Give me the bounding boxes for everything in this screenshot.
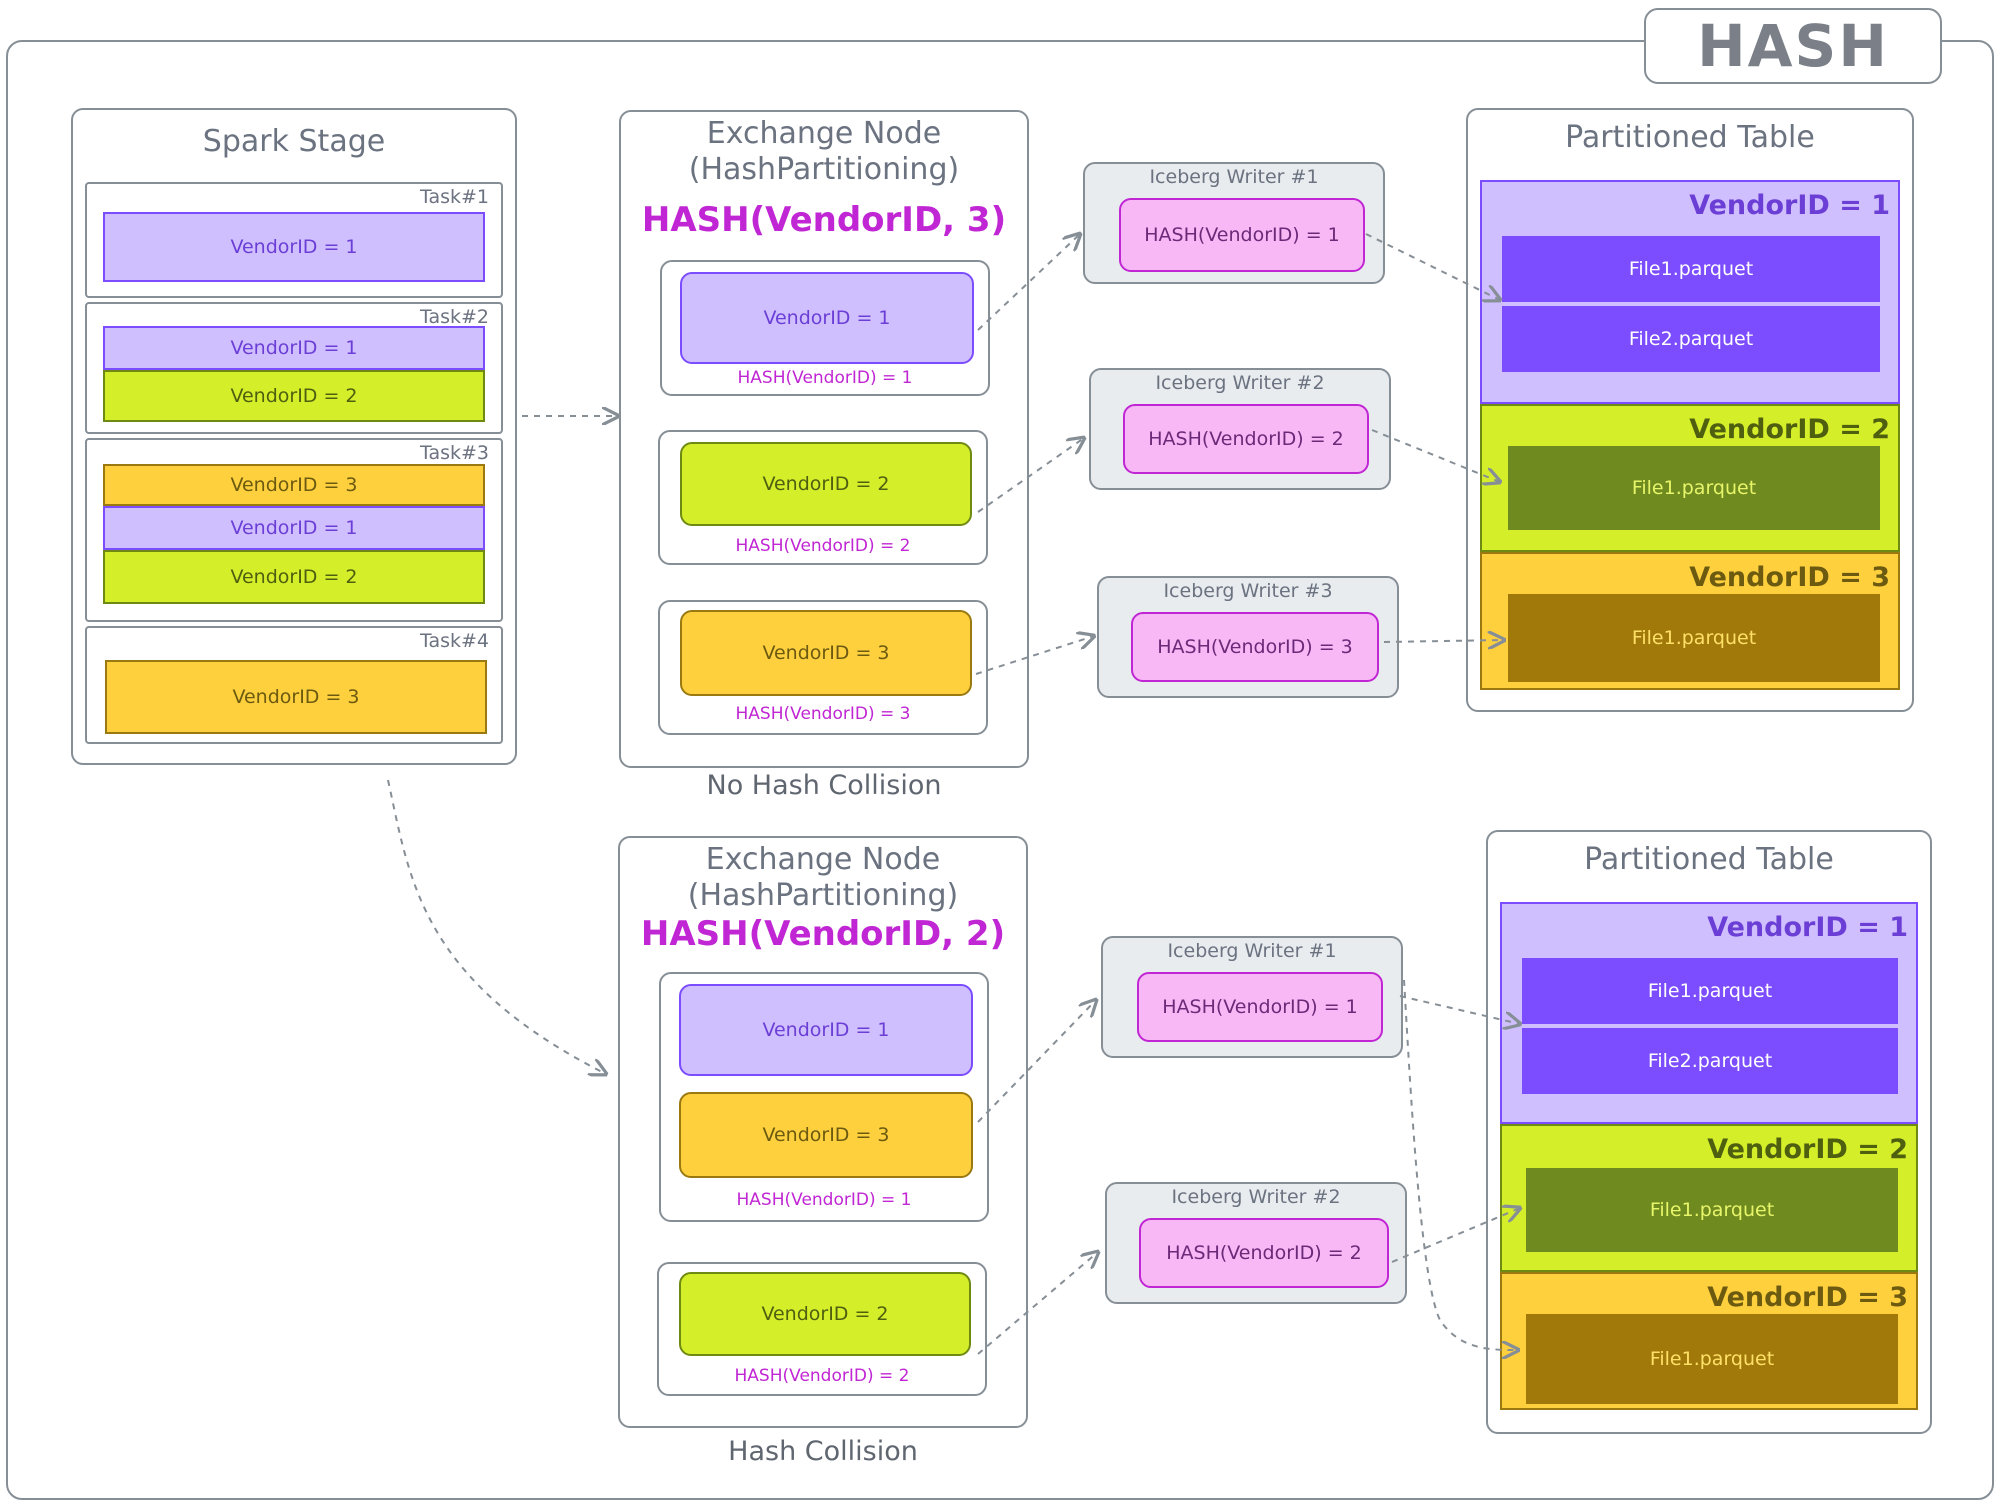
file: File2.parquet xyxy=(1502,306,1880,372)
writer-hash-pill: HASH(VendorID) = 1 xyxy=(1119,198,1365,272)
iceberg-writer-collision-1: Iceberg Writer #1 HASH(VendorID) = 1 xyxy=(1101,936,1403,1058)
table-title: Partitioned Table xyxy=(1565,120,1815,155)
task-label: Task#3 xyxy=(419,442,489,464)
vendor-row: VendorID = 1 xyxy=(680,272,974,364)
partition-collision-vendor-1: VendorID = 1 File1.parquet File2.parquet xyxy=(1500,902,1918,1124)
writer-title: Iceberg Writer #1 xyxy=(1167,940,1337,962)
partition-label: VendorID = 1 xyxy=(1707,912,1908,943)
writer-hash-pill: HASH(VendorID) = 2 xyxy=(1139,1218,1389,1288)
task-2: Task#2 VendorID = 1 VendorID = 2 xyxy=(85,302,503,434)
vendor-row: VendorID = 3 xyxy=(679,1092,973,1178)
writer-title: Iceberg Writer #3 xyxy=(1163,580,1333,602)
partition-label: VendorID = 1 xyxy=(1689,190,1890,221)
task-label: Task#2 xyxy=(419,306,489,328)
exchange-title: Exchange Node xyxy=(706,116,942,151)
file: File1.parquet xyxy=(1502,236,1880,302)
partition-label: VendorID = 2 xyxy=(1689,414,1890,445)
hash-group-collision-1: VendorID = 1 VendorID = 3 HASH(VendorID)… xyxy=(659,972,989,1222)
task-1: Task#1 VendorID = 1 xyxy=(85,182,503,298)
hash-value-label: HASH(VendorID) = 1 xyxy=(736,1190,912,1210)
iceberg-writer-1: Iceberg Writer #1 HASH(VendorID) = 1 xyxy=(1083,162,1385,284)
hash-group-3: VendorID = 3 HASH(VendorID) = 3 xyxy=(658,600,988,735)
file: File1.parquet xyxy=(1508,594,1880,682)
iceberg-writer-3: Iceberg Writer #3 HASH(VendorID) = 3 xyxy=(1097,576,1399,698)
task-label: Task#1 xyxy=(419,186,489,208)
iceberg-writer-collision-2: Iceberg Writer #2 HASH(VendorID) = 2 xyxy=(1105,1182,1407,1304)
vendor-row: VendorID = 1 xyxy=(103,326,485,370)
hash-function: HASH(VendorID, 2) xyxy=(640,914,1006,954)
file: File2.parquet xyxy=(1522,1028,1898,1094)
vendor-row: VendorID = 2 xyxy=(103,370,485,422)
writer-title: Iceberg Writer #2 xyxy=(1155,372,1325,394)
task-3: Task#3 VendorID = 3 VendorID = 1 VendorI… xyxy=(85,438,503,622)
hash-value-label: HASH(VendorID) = 2 xyxy=(734,1366,910,1386)
partition-vendor-3: VendorID = 3 File1.parquet xyxy=(1480,552,1900,690)
vendor-row: VendorID = 3 xyxy=(103,464,485,506)
partition-collision-vendor-2: VendorID = 2 File1.parquet xyxy=(1500,1124,1918,1272)
partition-vendor-2: VendorID = 2 File1.parquet xyxy=(1480,404,1900,552)
partition-label: VendorID = 3 xyxy=(1707,1282,1908,1313)
file: File1.parquet xyxy=(1508,446,1880,530)
vendor-row: VendorID = 2 xyxy=(680,442,972,526)
hash-value-label: HASH(VendorID) = 1 xyxy=(737,368,913,388)
file: File1.parquet xyxy=(1526,1314,1898,1404)
file: File1.parquet xyxy=(1526,1168,1898,1252)
hash-group-collision-2: VendorID = 2 HASH(VendorID) = 2 xyxy=(657,1262,987,1396)
caption-collision: Hash Collision xyxy=(728,1436,918,1467)
partition-label: VendorID = 3 xyxy=(1689,562,1890,593)
task-4: Task#4 VendorID = 3 xyxy=(85,626,503,744)
table-title: Partitioned Table xyxy=(1584,842,1834,877)
spark-stage-title: Spark Stage xyxy=(202,124,386,159)
file: File1.parquet xyxy=(1522,958,1898,1024)
partition-collision-vendor-3: VendorID = 3 File1.parquet xyxy=(1500,1272,1918,1410)
hash-badge: HASH xyxy=(1644,8,1942,84)
writer-hash-pill: HASH(VendorID) = 3 xyxy=(1131,612,1379,682)
exchange-subtitle: (HashPartitioning) xyxy=(687,878,959,913)
writer-title: Iceberg Writer #2 xyxy=(1171,1186,1341,1208)
task-label: Task#4 xyxy=(419,630,489,652)
vendor-row: VendorID = 3 xyxy=(105,660,487,734)
caption-no-collision: No Hash Collision xyxy=(706,770,942,801)
partition-vendor-1: VendorID = 1 File1.parquet File2.parquet xyxy=(1480,180,1900,404)
vendor-row: VendorID = 1 xyxy=(679,984,973,1076)
vendor-row: VendorID = 2 xyxy=(103,550,485,604)
hash-function: HASH(VendorID, 3) xyxy=(641,200,1007,240)
writer-hash-pill: HASH(VendorID) = 1 xyxy=(1137,972,1383,1042)
hash-group-1: VendorID = 1 HASH(VendorID) = 1 xyxy=(660,260,990,396)
vendor-row: VendorID = 1 xyxy=(103,212,485,282)
vendor-row: VendorID = 1 xyxy=(103,506,485,550)
vendor-row: VendorID = 2 xyxy=(679,1272,971,1356)
iceberg-writer-2: Iceberg Writer #2 HASH(VendorID) = 2 xyxy=(1089,368,1391,490)
writer-hash-pill: HASH(VendorID) = 2 xyxy=(1123,404,1369,474)
vendor-row: VendorID = 3 xyxy=(680,610,972,696)
exchange-subtitle: (HashPartitioning) xyxy=(688,152,960,187)
hash-group-2: VendorID = 2 HASH(VendorID) = 2 xyxy=(658,430,988,565)
exchange-title: Exchange Node xyxy=(705,842,941,877)
partition-label: VendorID = 2 xyxy=(1707,1134,1908,1165)
writer-title: Iceberg Writer #1 xyxy=(1149,166,1319,188)
hash-badge-text: HASH xyxy=(1697,12,1889,80)
hash-value-label: HASH(VendorID) = 3 xyxy=(735,704,911,724)
hash-value-label: HASH(VendorID) = 2 xyxy=(735,536,911,556)
